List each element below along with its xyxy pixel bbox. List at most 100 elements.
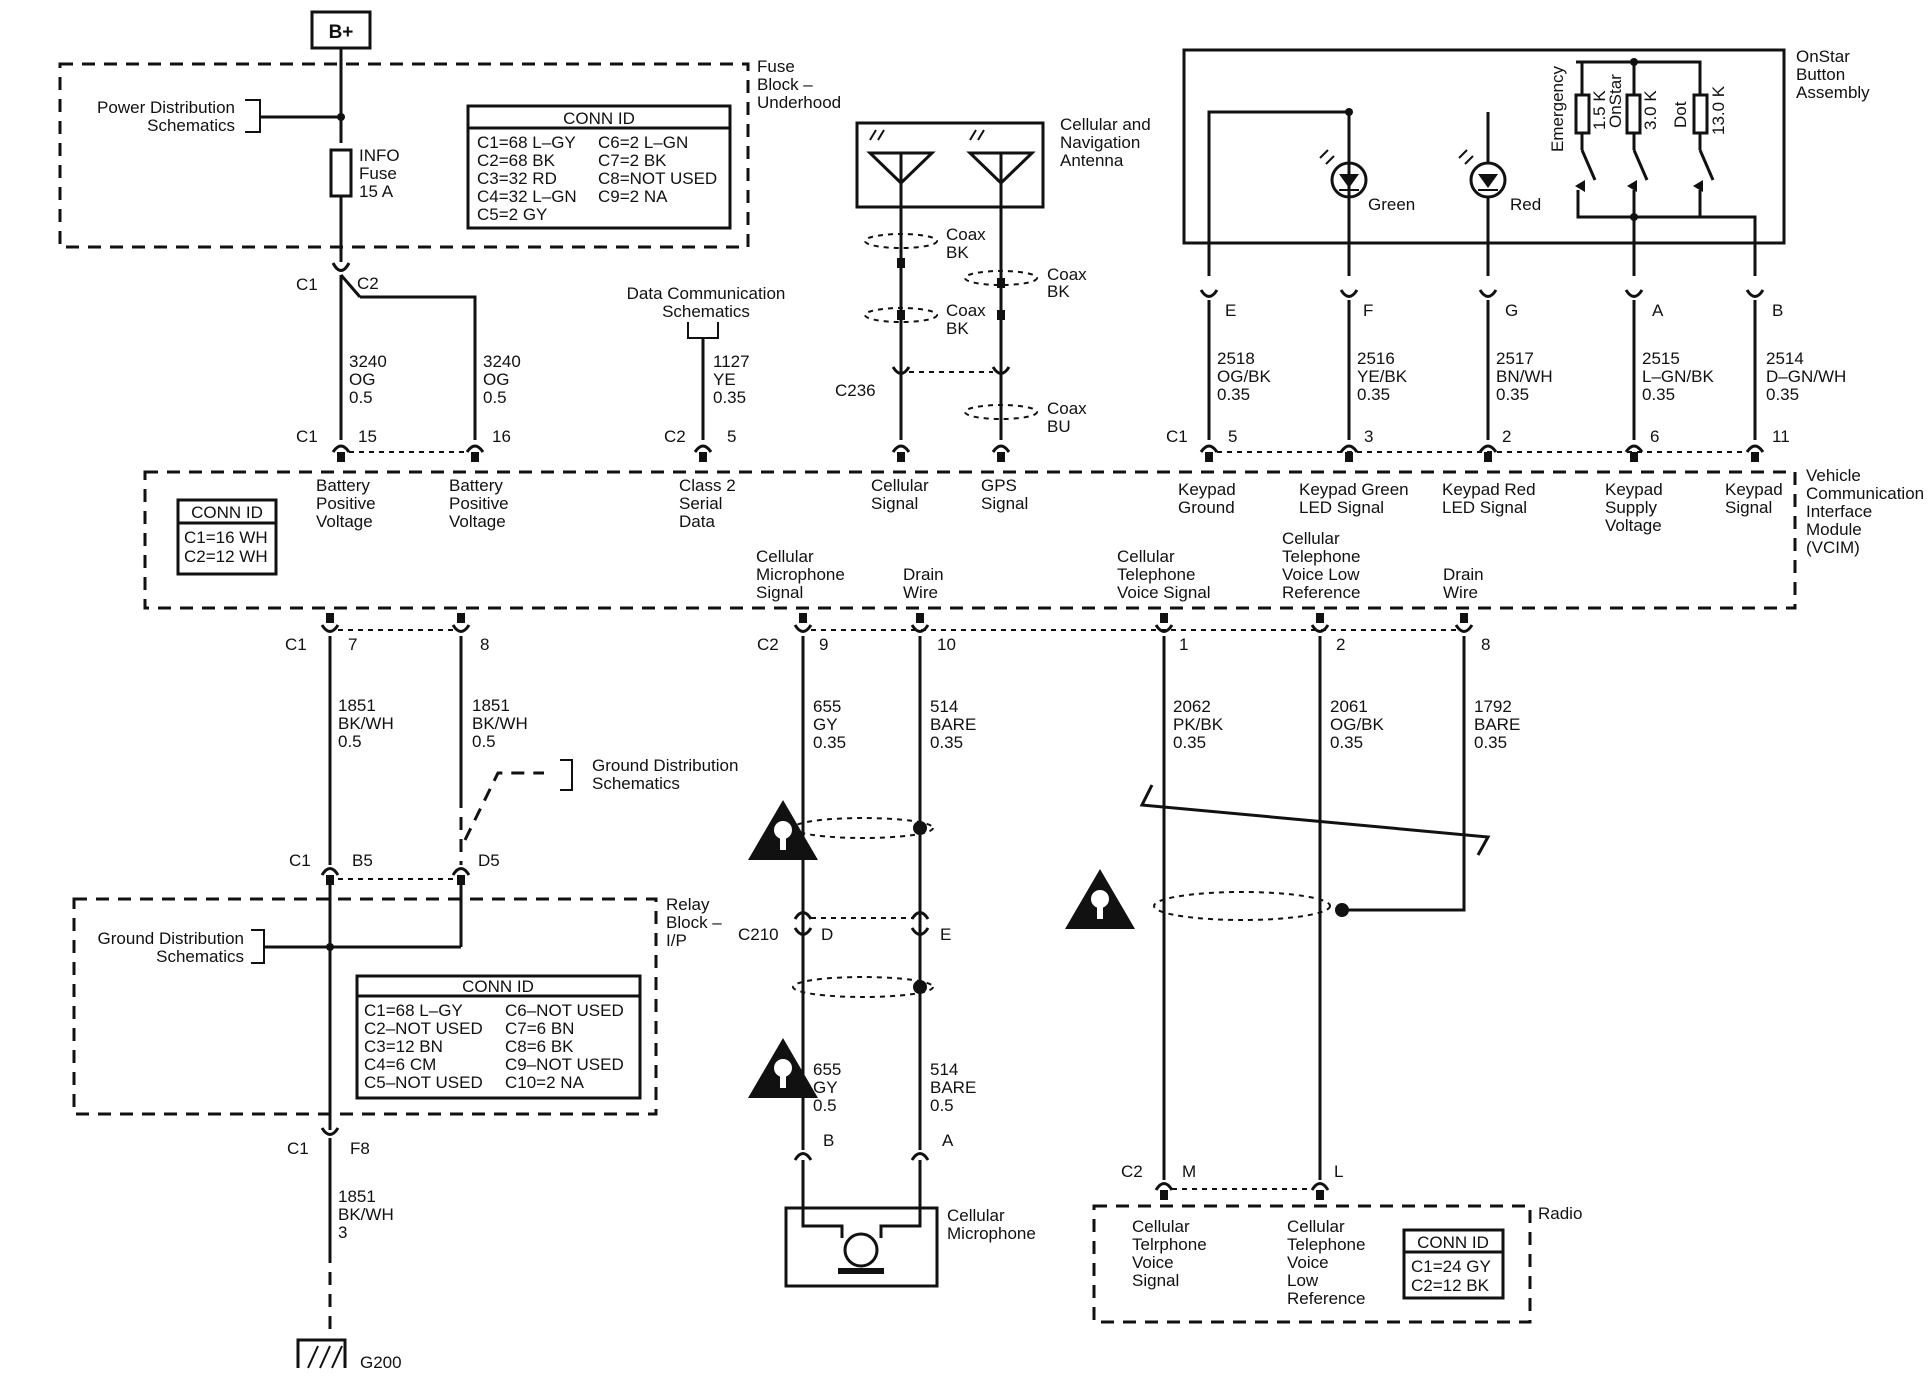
radio-sig1-1: Cellular [1132, 1217, 1190, 1236]
fuse-label-3: 15 A [359, 182, 394, 201]
relay-conn-c9: C9–NOT USED [505, 1055, 624, 1074]
relay-conn-c5: C5–NOT USED [364, 1073, 483, 1092]
svg-text:Keypad: Keypad [1605, 480, 1663, 499]
wire-2517-color: BN/WH [1496, 367, 1553, 386]
coax-color: BK [946, 319, 969, 338]
vcim-bottom-c1: C1 [285, 635, 307, 654]
relay-conn-c8: C8=6 BK [505, 1037, 574, 1056]
relay-c1-bottom: C1 [287, 1139, 309, 1158]
wire-514-b-gauge: 0.5 [930, 1096, 954, 1115]
relay-conn-c2: C2–NOT USED [364, 1019, 483, 1038]
svg-text:Wire: Wire [903, 583, 938, 602]
coax-label: Coax [946, 301, 986, 320]
svg-text:Voice Low: Voice Low [1282, 565, 1360, 584]
c236-label: C236 [835, 381, 876, 400]
wire-2062-gauge: 0.35 [1173, 733, 1206, 752]
radio-conn-c2: C2=12 BK [1411, 1276, 1490, 1295]
radio-conn-id-table [1402, 1228, 1505, 1300]
ground-dist-upper-2: Schematics [592, 774, 680, 793]
dot-switch [1698, 149, 1715, 181]
svg-text:Cellular: Cellular [1117, 547, 1175, 566]
c210-pin-e: E [940, 925, 951, 944]
vcim-title-5: (VCIM) [1806, 538, 1860, 557]
wire-2516-gauge: 0.35 [1357, 385, 1390, 404]
coax-color: BK [946, 243, 969, 262]
wire-514-a-id: 514 [930, 697, 958, 716]
wire-1851-c-gauge: 3 [338, 1223, 347, 1242]
antenna-title-2: Navigation [1060, 133, 1140, 152]
data-comm-label-1: Data Communication [627, 284, 786, 303]
radio-pin-l: L [1334, 1162, 1343, 1181]
onstar-pin-a: A [1652, 301, 1664, 320]
onstar-title-3: Assembly [1796, 83, 1870, 102]
radio-sig2-4: Low [1287, 1271, 1319, 1290]
svg-text:Reference: Reference [1282, 583, 1360, 602]
wire-2515-color: L–GN/BK [1642, 367, 1714, 386]
vcim-pin-5: 5 [1228, 427, 1237, 446]
wire-655-b-color: GY [813, 1078, 838, 1097]
vcim-title-4: Module [1806, 520, 1862, 539]
svg-text:Voltage: Voltage [449, 512, 506, 531]
vcim-conn-title: CONN ID [191, 503, 263, 522]
wire-2517-gauge: 0.35 [1496, 385, 1529, 404]
relay-ground-dist-2: Schematics [156, 947, 244, 966]
fuse-block-title-1: Fuse [757, 57, 795, 76]
radio-sig2-5: Reference [1287, 1289, 1365, 1308]
cellular-antenna-icon [866, 129, 936, 207]
wire-2062-id: 2062 [1173, 697, 1211, 716]
mic-label-2: Microphone [947, 1224, 1036, 1243]
wire-514-a-color: BARE [930, 715, 976, 734]
relay-pin-b5: B5 [352, 851, 373, 870]
vcim-pin-1: 1 [1179, 635, 1188, 654]
vcim-module [143, 470, 1797, 610]
svg-text:Class 2: Class 2 [679, 476, 736, 495]
relay-conn-id-table [355, 974, 642, 1100]
onstar-pin-e: E [1225, 301, 1236, 320]
radio-pin-m: M [1182, 1162, 1196, 1181]
vcim-pin-2: 2 [1502, 427, 1511, 446]
wire-1851-b-id: 1851 [472, 696, 510, 715]
power-dist-label-2: Schematics [147, 116, 235, 135]
data-comm-label-2: Schematics [662, 302, 750, 321]
wire-2516-id: 2516 [1357, 349, 1395, 368]
wire-2061-id: 2061 [1330, 697, 1368, 716]
wire-1851-b-gauge: 0.5 [472, 732, 496, 751]
green-led-label: Green [1368, 195, 1415, 214]
resistor-1.5k-label: 1.5 K [1590, 90, 1609, 130]
wire-2062-color: PK/BK [1173, 715, 1224, 734]
mic-pin-a: A [942, 1131, 954, 1150]
wire-655-b-id: 655 [813, 1060, 841, 1079]
coax-label: Coax [1047, 399, 1087, 418]
shield [1153, 891, 1331, 921]
wire-2514-gauge: 0.35 [1766, 385, 1799, 404]
coax-shield [864, 233, 938, 249]
fuse-block-title-3: Underhood [757, 93, 841, 112]
wire-1851-b-color: BK/WH [472, 714, 528, 733]
vcim-bottom-pin-labels: Cellular Microphone Signal Drain Wire Ce… [756, 529, 1484, 602]
svg-text:Cellular: Cellular [1282, 529, 1340, 548]
relay-ground-dist-1: Ground Distribution [98, 929, 244, 948]
onstar-pin-b: B [1772, 301, 1783, 320]
wire-3240-b-gauge: 0.5 [483, 388, 507, 407]
switch-onstar-label: OnStar [1606, 74, 1625, 128]
fuse-conn-c4: C4=32 L–GN [477, 187, 577, 206]
radio-conn-title: CONN ID [1417, 1233, 1489, 1252]
wire-514-b-id: 514 [930, 1060, 958, 1079]
relay-pin-d5: D5 [478, 851, 500, 870]
ground-icon [296, 1338, 347, 1369]
power-dist-label-1: Power Distribution [97, 98, 235, 117]
wire-1851-a-id: 1851 [338, 696, 376, 715]
connector-fuse-c1 [331, 262, 351, 272]
emergency-switch [1580, 149, 1597, 181]
vcim-title-2: Communication [1806, 484, 1924, 503]
fuse-conn-id-table [466, 104, 732, 230]
antenna-title-1: Cellular and [1060, 115, 1151, 134]
vcim-top-c2: C2 [664, 427, 686, 446]
svg-text:Keypad Green: Keypad Green [1299, 480, 1409, 499]
wire-655-a-color: GY [813, 715, 838, 734]
svg-text:Telephone: Telephone [1117, 565, 1195, 584]
wire-2517-id: 2517 [1496, 349, 1534, 368]
svg-text:GPS: GPS [981, 476, 1017, 495]
radio-sig2-1: Cellular [1287, 1217, 1345, 1236]
wire-655-b-gauge: 0.5 [813, 1096, 837, 1115]
